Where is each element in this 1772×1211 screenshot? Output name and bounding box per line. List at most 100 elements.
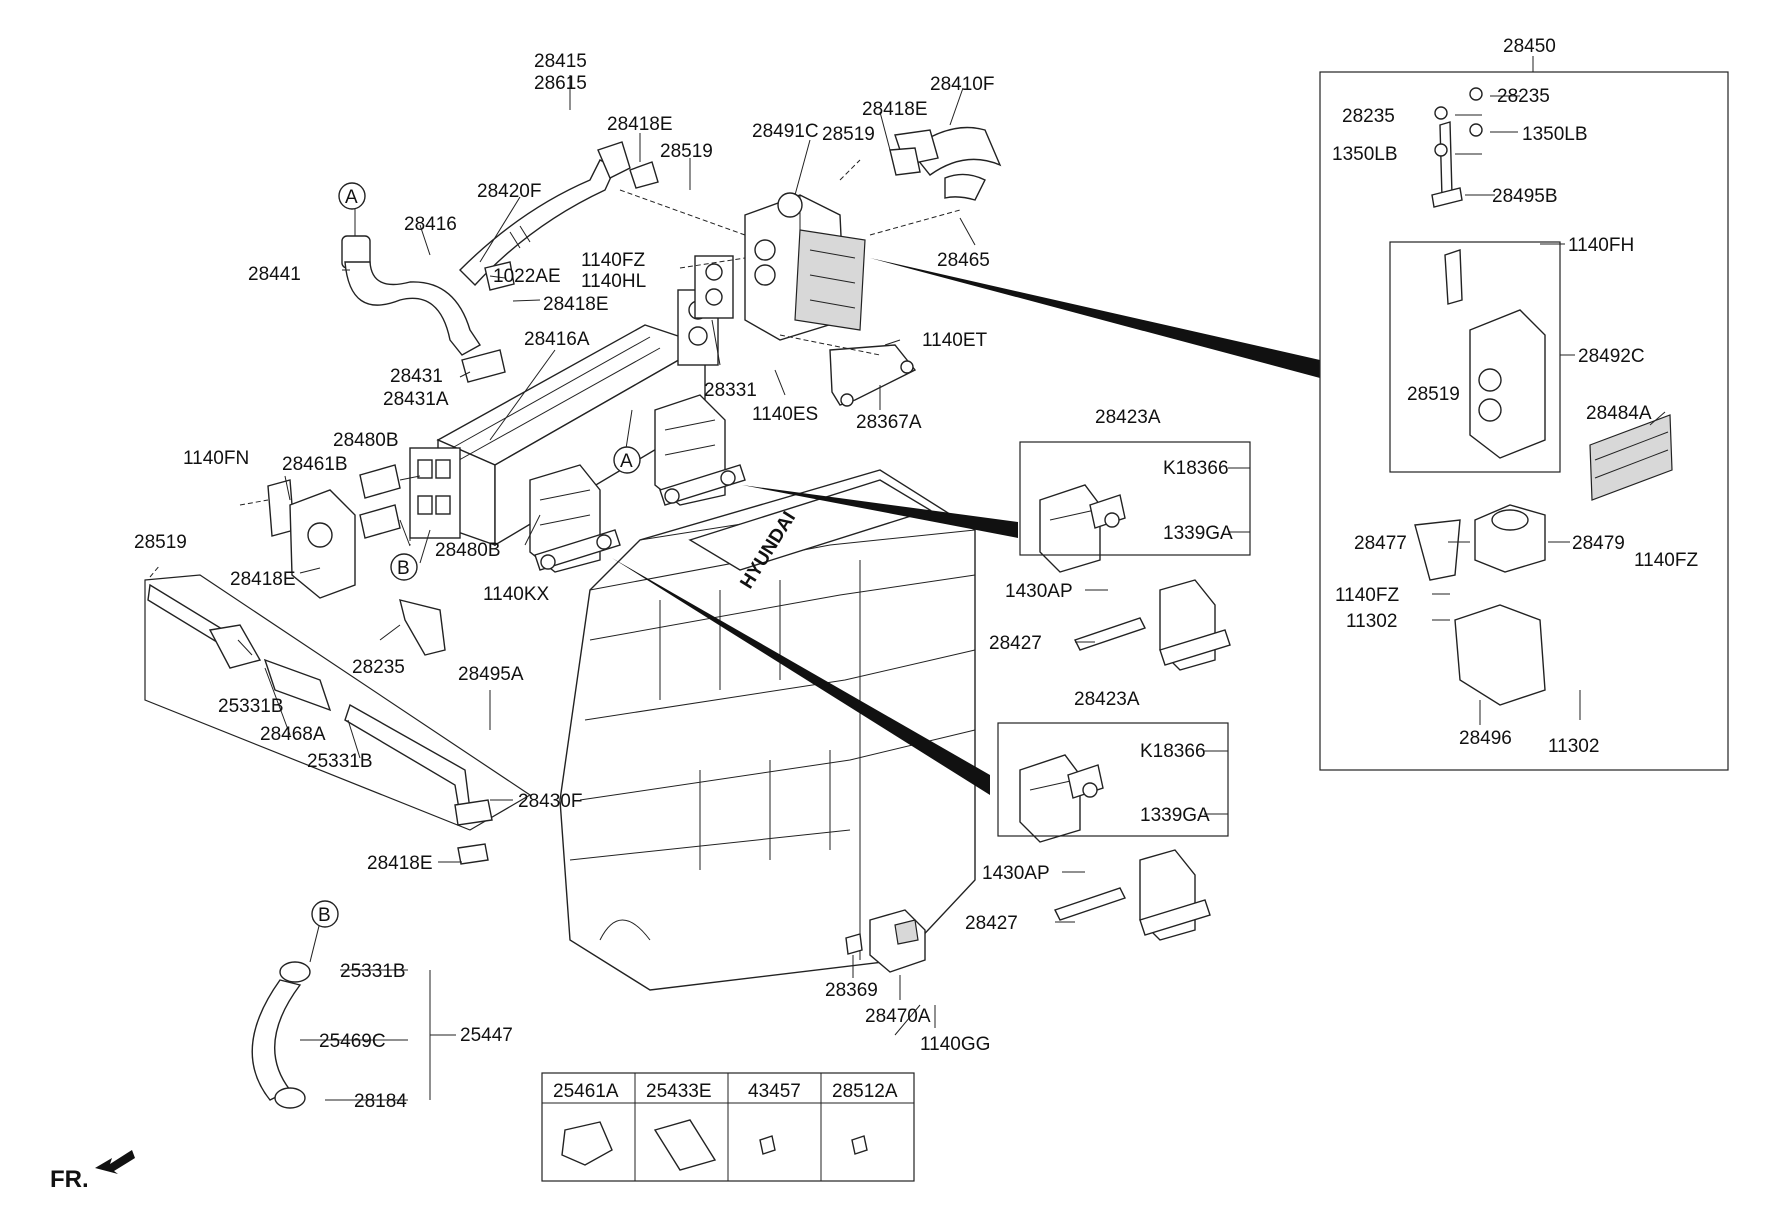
- legend-screw-icon-2: [851, 1135, 868, 1155]
- front-arrow-icon: [95, 1150, 135, 1174]
- leader-lines: [149, 56, 1666, 1101]
- wedge-lower-mount: [612, 558, 990, 795]
- label-28479: 28479: [1572, 533, 1625, 554]
- label-28519-d: 28519: [1407, 384, 1460, 405]
- mount-left: [529, 464, 621, 573]
- label-28416A: 28416A: [524, 329, 590, 350]
- label-K18366-b: K18366: [1140, 741, 1206, 762]
- legend-table: 25461A 25433E 43457 28512A: [541, 1072, 915, 1182]
- label-28491C: 28491C: [752, 121, 819, 142]
- label-28430F: 28430F: [518, 791, 582, 812]
- label-1140ET: 1140ET: [922, 330, 988, 351]
- label-1140FN: 1140FN: [183, 448, 249, 469]
- label-11302-a: 11302: [1346, 611, 1397, 632]
- label-28495B: 28495B: [1492, 186, 1558, 207]
- flange-28461B: [289, 464, 401, 599]
- mount-28423A-lower: [1019, 754, 1104, 843]
- label-28495A: 28495A: [458, 664, 524, 685]
- label-25469C: 25469C: [319, 1031, 386, 1052]
- label-1140GG: 1140GG: [920, 1034, 990, 1055]
- legend-hose-icon: [653, 1119, 717, 1171]
- label-28418E-a: 28418E: [607, 114, 673, 135]
- label-25331B-c: 25331B: [340, 961, 406, 982]
- label-28410F: 28410F: [930, 74, 994, 95]
- label-1350LB-a: 1350LB: [1332, 144, 1398, 165]
- legend-header-2: 25433E: [646, 1081, 712, 1102]
- box-28423A-lower: [997, 722, 1229, 837]
- legend-header-4: 28512A: [832, 1081, 898, 1102]
- pipe-28420F: [459, 141, 631, 287]
- legend-header-1: 25461A: [553, 1081, 619, 1102]
- label-28427-b: 28427: [965, 913, 1018, 934]
- label-28468A: 28468A: [260, 724, 326, 745]
- legend-header-3: 43457: [748, 1081, 801, 1102]
- label-28470A: 28470A: [865, 1006, 931, 1027]
- label-28416: 28416: [404, 214, 457, 235]
- label-28235-c: 28235: [1497, 86, 1550, 107]
- label-1140FZ-c: 1140FZ: [1335, 585, 1399, 606]
- label-1022AE: 1022AE: [493, 266, 561, 287]
- label-28367A: 28367A: [856, 412, 922, 433]
- marker-b-1-label: B: [397, 558, 410, 579]
- label-28418E-d: 28418E: [230, 569, 296, 590]
- label-28420F: 28420F: [477, 181, 541, 202]
- label-28415: 28415: [534, 51, 587, 72]
- leader-wedges: [612, 258, 1320, 795]
- label-28461B: 28461B: [282, 454, 348, 475]
- label-28418E-e: 28418E: [367, 853, 433, 874]
- label-25331B-b: 25331B: [307, 751, 373, 772]
- label-28496: 28496: [1459, 728, 1512, 749]
- label-1140FZ-a: 1140FZ: [581, 250, 645, 271]
- mount-28427-upper: [1074, 579, 1231, 671]
- label-25331B-a: 25331B: [218, 696, 284, 717]
- label-28427-a: 28427: [989, 633, 1042, 654]
- label-28450: 28450: [1503, 36, 1556, 57]
- mount-upper: [654, 394, 746, 506]
- label-1430AP-b: 1430AP: [982, 863, 1050, 884]
- label-28441: 28441: [248, 264, 301, 285]
- label-28484A: 28484A: [1586, 403, 1652, 424]
- label-28431: 28431: [390, 366, 443, 387]
- label-28431A: 28431A: [383, 389, 449, 410]
- label-28465: 28465: [937, 250, 990, 271]
- label-28331: 28331: [704, 380, 757, 401]
- label-25447: 25447: [460, 1025, 513, 1046]
- label-1140FZ-b: 1140FZ: [1634, 550, 1698, 571]
- front-arrow: FR.: [50, 1150, 135, 1193]
- marker-a-2: A: [613, 446, 641, 474]
- label-1430AP-a: 1430AP: [1005, 581, 1073, 602]
- marker-b-1: B: [390, 553, 418, 581]
- wedge-egr-module: [870, 258, 1320, 378]
- label-28480B-a: 28480B: [333, 430, 399, 451]
- legend-screw-icon-1: [759, 1135, 776, 1155]
- label-28418E-b: 28418E: [862, 99, 928, 120]
- label-28423A-a: 28423A: [1095, 407, 1161, 428]
- marker-a-1: A: [338, 182, 366, 210]
- marker-a-1-label: A: [345, 187, 358, 208]
- box-28450: [1319, 71, 1729, 771]
- mount-28423A-upper: [1039, 484, 1126, 573]
- wedge-upper-mount: [742, 485, 1018, 538]
- pipe-28430F-group: [144, 574, 532, 831]
- label-28477: 28477: [1354, 533, 1407, 554]
- label-1140FH: 1140FH: [1568, 235, 1634, 256]
- part-28470A: [845, 909, 926, 973]
- label-28423A-b: 28423A: [1074, 689, 1140, 710]
- label-28418E-c: 28418E: [543, 294, 609, 315]
- front-label: FR.: [50, 1166, 89, 1193]
- label-28519-b: 28519: [660, 141, 713, 162]
- marker-b-2: B: [311, 900, 339, 928]
- label-1140HL: 1140HL: [581, 271, 646, 292]
- label-28519-c: 28519: [134, 532, 187, 553]
- label-28480B-b: 28480B: [435, 540, 501, 561]
- box-28492C: [1389, 241, 1561, 473]
- part-labels: 28450 28415 28615 28410F 28418E 28418E 2…: [134, 36, 1698, 1112]
- legend-elbow-icon: [561, 1121, 613, 1166]
- mount-28427-lower: [1054, 849, 1211, 941]
- label-28369: 28369: [825, 980, 878, 1001]
- bracket-28235: [399, 599, 446, 656]
- hose-25447-group: [251, 961, 311, 1109]
- marker-a-2-label: A: [620, 451, 633, 472]
